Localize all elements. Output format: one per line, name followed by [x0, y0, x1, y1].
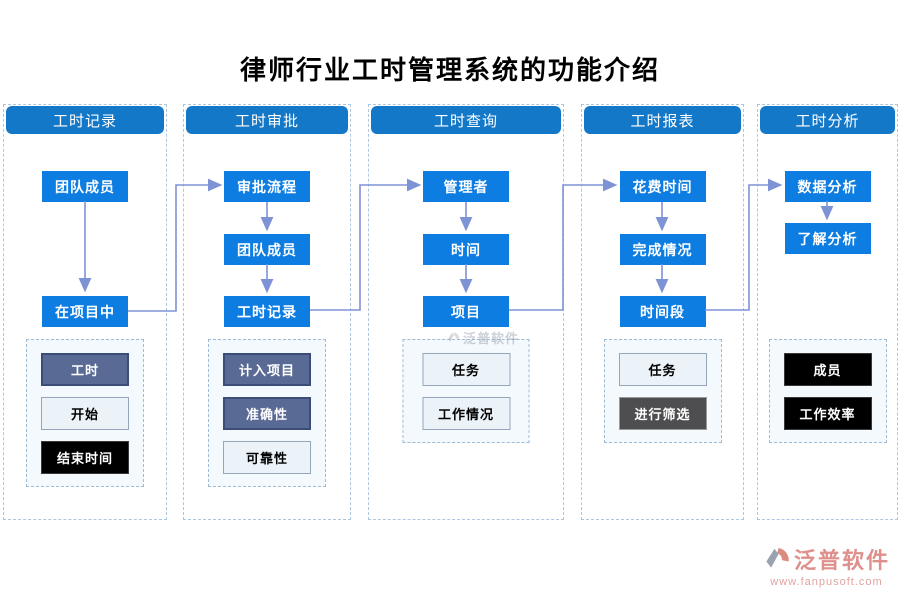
feature-task: 任务	[422, 353, 510, 386]
node-in-project: 在项目中	[42, 296, 128, 327]
feature-panel-record: 工时 开始 结束时间	[26, 339, 144, 487]
column-header-approval: 工时审批	[186, 106, 348, 134]
column-timesheet-analysis: 工时分析 数据分析 了解分析 成员 工作效率	[757, 104, 898, 520]
feature-panel-query: 任务 工作情况	[402, 339, 530, 443]
node-time-spent: 花费时间	[619, 171, 706, 202]
feature-panel-approval: 计入项目 准确性 可靠性	[208, 339, 326, 487]
column-header-report: 工时报表	[584, 106, 741, 134]
feature-task-2: 任务	[618, 353, 707, 386]
column-timesheet-record: 工时记录 团队成员 在项目中 工时 开始 结束时间	[3, 104, 167, 520]
column-timesheet-approval: 工时审批 审批流程 团队成员 工时记录 计入项目 准确性 可靠性	[183, 104, 351, 520]
feature-work-status: 工作情况	[422, 397, 510, 430]
brand-logo: 泛普软件 www.fanpusoft.com	[763, 543, 890, 588]
feature-reliability: 可靠性	[223, 441, 311, 474]
feature-start: 开始	[41, 397, 129, 430]
feature-filter: 进行筛选	[618, 397, 707, 430]
fanpu-logo-icon	[766, 547, 789, 568]
brand-name: 泛普软件	[793, 548, 890, 573]
feature-worktime: 工时	[41, 353, 129, 386]
brand-url: www.fanpusoft.com	[770, 576, 883, 588]
node-manager: 管理者	[423, 171, 509, 202]
node-data-analysis: 数据分析	[784, 171, 871, 202]
node-completion: 完成情况	[619, 234, 706, 265]
column-timesheet-query: 工时查询 管理者 时间 项目 任务 工作情况	[368, 104, 564, 520]
page-title: 律师行业工时管理系统的功能介绍	[239, 56, 660, 85]
node-timesheet-record: 工时记录	[224, 296, 310, 327]
feature-accuracy: 准确性	[223, 397, 311, 430]
node-understand-analysis: 了解分析	[784, 223, 871, 254]
node-project: 项目	[423, 296, 509, 327]
node-time-period: 时间段	[619, 296, 706, 327]
feature-member: 成员	[783, 353, 872, 386]
column-header-query: 工时查询	[371, 106, 561, 134]
feature-panel-report: 任务 进行筛选	[603, 339, 722, 443]
column-header-record: 工时记录	[6, 106, 164, 134]
feature-efficiency: 工作效率	[783, 397, 872, 430]
feature-count-project: 计入项目	[223, 353, 311, 386]
feature-end-time: 结束时间	[41, 441, 129, 474]
node-team-member: 团队成员	[42, 171, 128, 202]
node-team-member-2: 团队成员	[224, 234, 310, 265]
node-approval-flow: 审批流程	[224, 171, 310, 202]
node-time: 时间	[423, 234, 509, 265]
column-timesheet-report: 工时报表 花费时间 完成情况 时间段 任务 进行筛选	[581, 104, 744, 520]
feature-panel-analysis: 成员 工作效率	[768, 339, 887, 443]
column-header-analysis: 工时分析	[760, 106, 895, 134]
